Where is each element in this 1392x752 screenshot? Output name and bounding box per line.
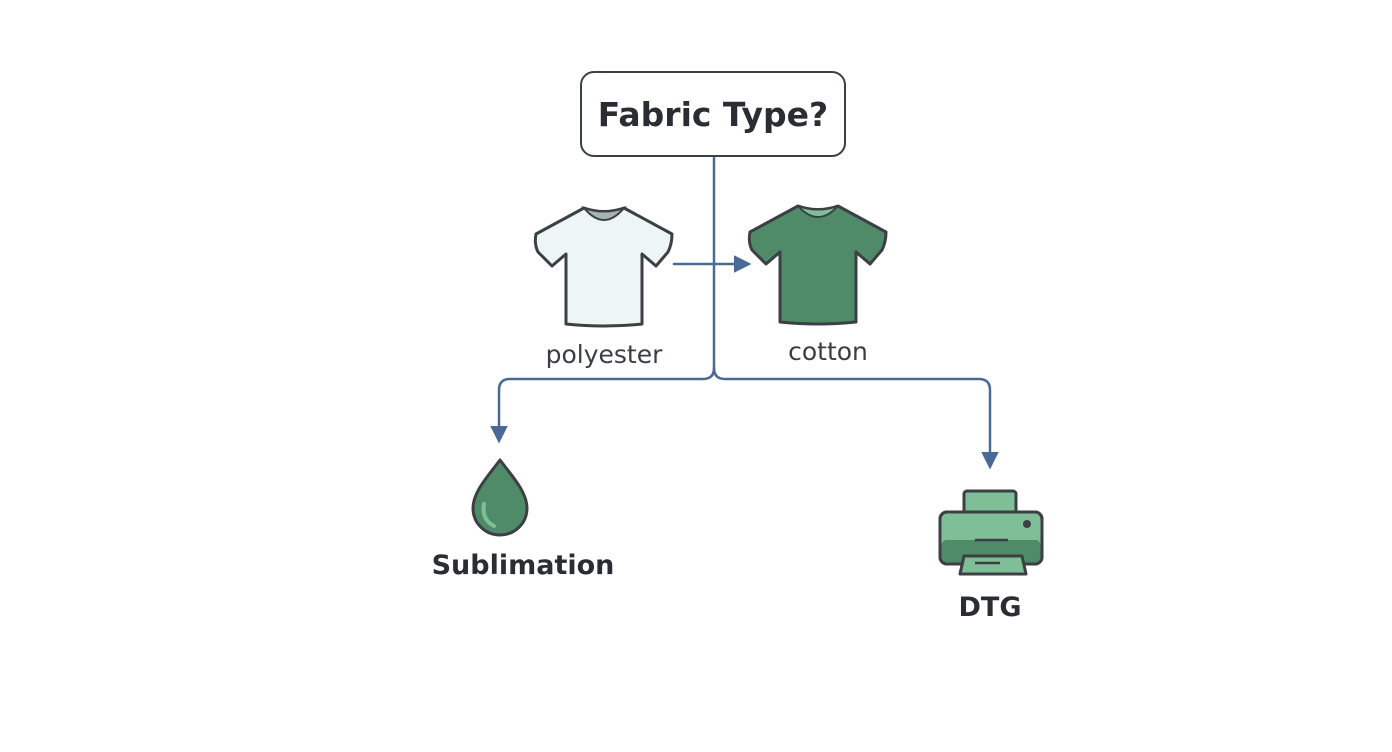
connectors [490, 156, 999, 470]
cotton-shirt-icon [747, 204, 888, 326]
decision-node: Fabric Type? [580, 71, 846, 157]
cotton-label: cotton [788, 337, 868, 366]
printer-icon [938, 489, 1044, 576]
polyester-shirt-icon [533, 205, 674, 328]
decision-label: Fabric Type? [597, 94, 829, 134]
dtg-label: DTG [958, 592, 1022, 623]
polyester-label: polyester [545, 340, 663, 369]
ink-drop-icon [471, 458, 529, 537]
branch-to-sublimation-arrow [490, 366, 716, 444]
sublimation-label: Sublimation [431, 550, 615, 581]
branch-to-dtg-arrow [712, 366, 999, 470]
